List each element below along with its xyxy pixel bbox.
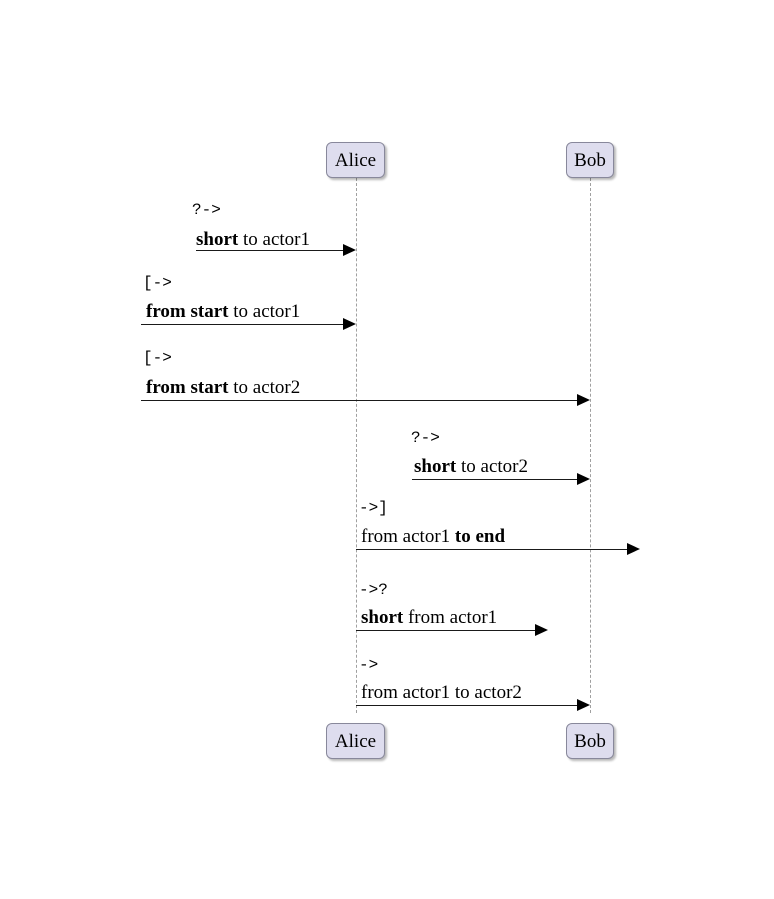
lifeline-alice — [356, 178, 357, 713]
message-6-label-part-1: short — [361, 607, 404, 628]
message-3-line — [141, 400, 577, 401]
message-2-syntax: [-> — [143, 274, 172, 292]
message-5-line — [356, 549, 627, 550]
actor-footer-bob[interactable]: Bob — [566, 723, 614, 759]
message-6-label-part-2: from actor1 — [403, 607, 498, 628]
message-3-label: from start to actor2 — [146, 378, 300, 397]
actor-footer-bob-label: Bob — [574, 730, 606, 752]
message-5-label-part-1: from actor1 — [361, 526, 455, 547]
message-4-syntax: ?-> — [411, 429, 440, 447]
message-6-arrowhead — [535, 624, 548, 636]
message-6-syntax: ->? — [359, 581, 388, 599]
message-7-arrowhead — [577, 699, 590, 711]
message-1-label-part-1: short — [196, 229, 239, 250]
message-1-line — [196, 250, 343, 251]
message-2-line — [141, 324, 343, 325]
message-7-line — [356, 705, 577, 706]
message-2-arrowhead — [343, 318, 356, 330]
actor-header-alice[interactable]: Alice — [326, 142, 385, 178]
message-1-syntax: ?-> — [192, 201, 221, 219]
message-6-label: short from actor1 — [361, 608, 497, 627]
message-1-label-part-2: to actor1 — [238, 229, 310, 250]
actor-header-bob-label: Bob — [574, 149, 606, 171]
message-5-label: from actor1 to end — [361, 527, 505, 546]
message-5-syntax: ->] — [359, 499, 388, 517]
message-7-syntax: -> — [359, 656, 379, 674]
message-2-label-part-2: to actor1 — [228, 301, 301, 322]
actor-header-bob[interactable]: Bob — [566, 142, 614, 178]
message-6-line — [356, 630, 535, 631]
message-7-label-part-1: from actor1 to actor2 — [361, 682, 522, 703]
message-3-syntax: [-> — [143, 349, 172, 367]
message-2-label-part-1: from start — [146, 301, 229, 322]
message-3-arrowhead — [577, 394, 590, 406]
message-4-line — [412, 479, 577, 480]
actor-footer-alice-label: Alice — [334, 730, 377, 752]
message-7-label: from actor1 to actor2 — [361, 683, 522, 702]
message-3-label-part-1: from start — [146, 377, 229, 398]
lifeline-bob — [590, 178, 591, 713]
message-4-label-part-2: to actor2 — [456, 456, 528, 477]
message-4-arrowhead — [577, 473, 590, 485]
message-1-arrowhead — [343, 244, 356, 256]
message-1-label: short to actor1 — [196, 230, 310, 249]
message-5-label-part-2: to end — [454, 526, 506, 547]
message-2-label: from start to actor1 — [146, 302, 300, 321]
message-4-label-part-1: short — [414, 456, 457, 477]
actor-header-alice-label: Alice — [334, 149, 377, 171]
message-3-label-part-2: to actor2 — [228, 377, 301, 398]
message-5-arrowhead — [627, 543, 640, 555]
message-4-label: short to actor2 — [414, 457, 528, 476]
actor-footer-alice[interactable]: Alice — [326, 723, 385, 759]
